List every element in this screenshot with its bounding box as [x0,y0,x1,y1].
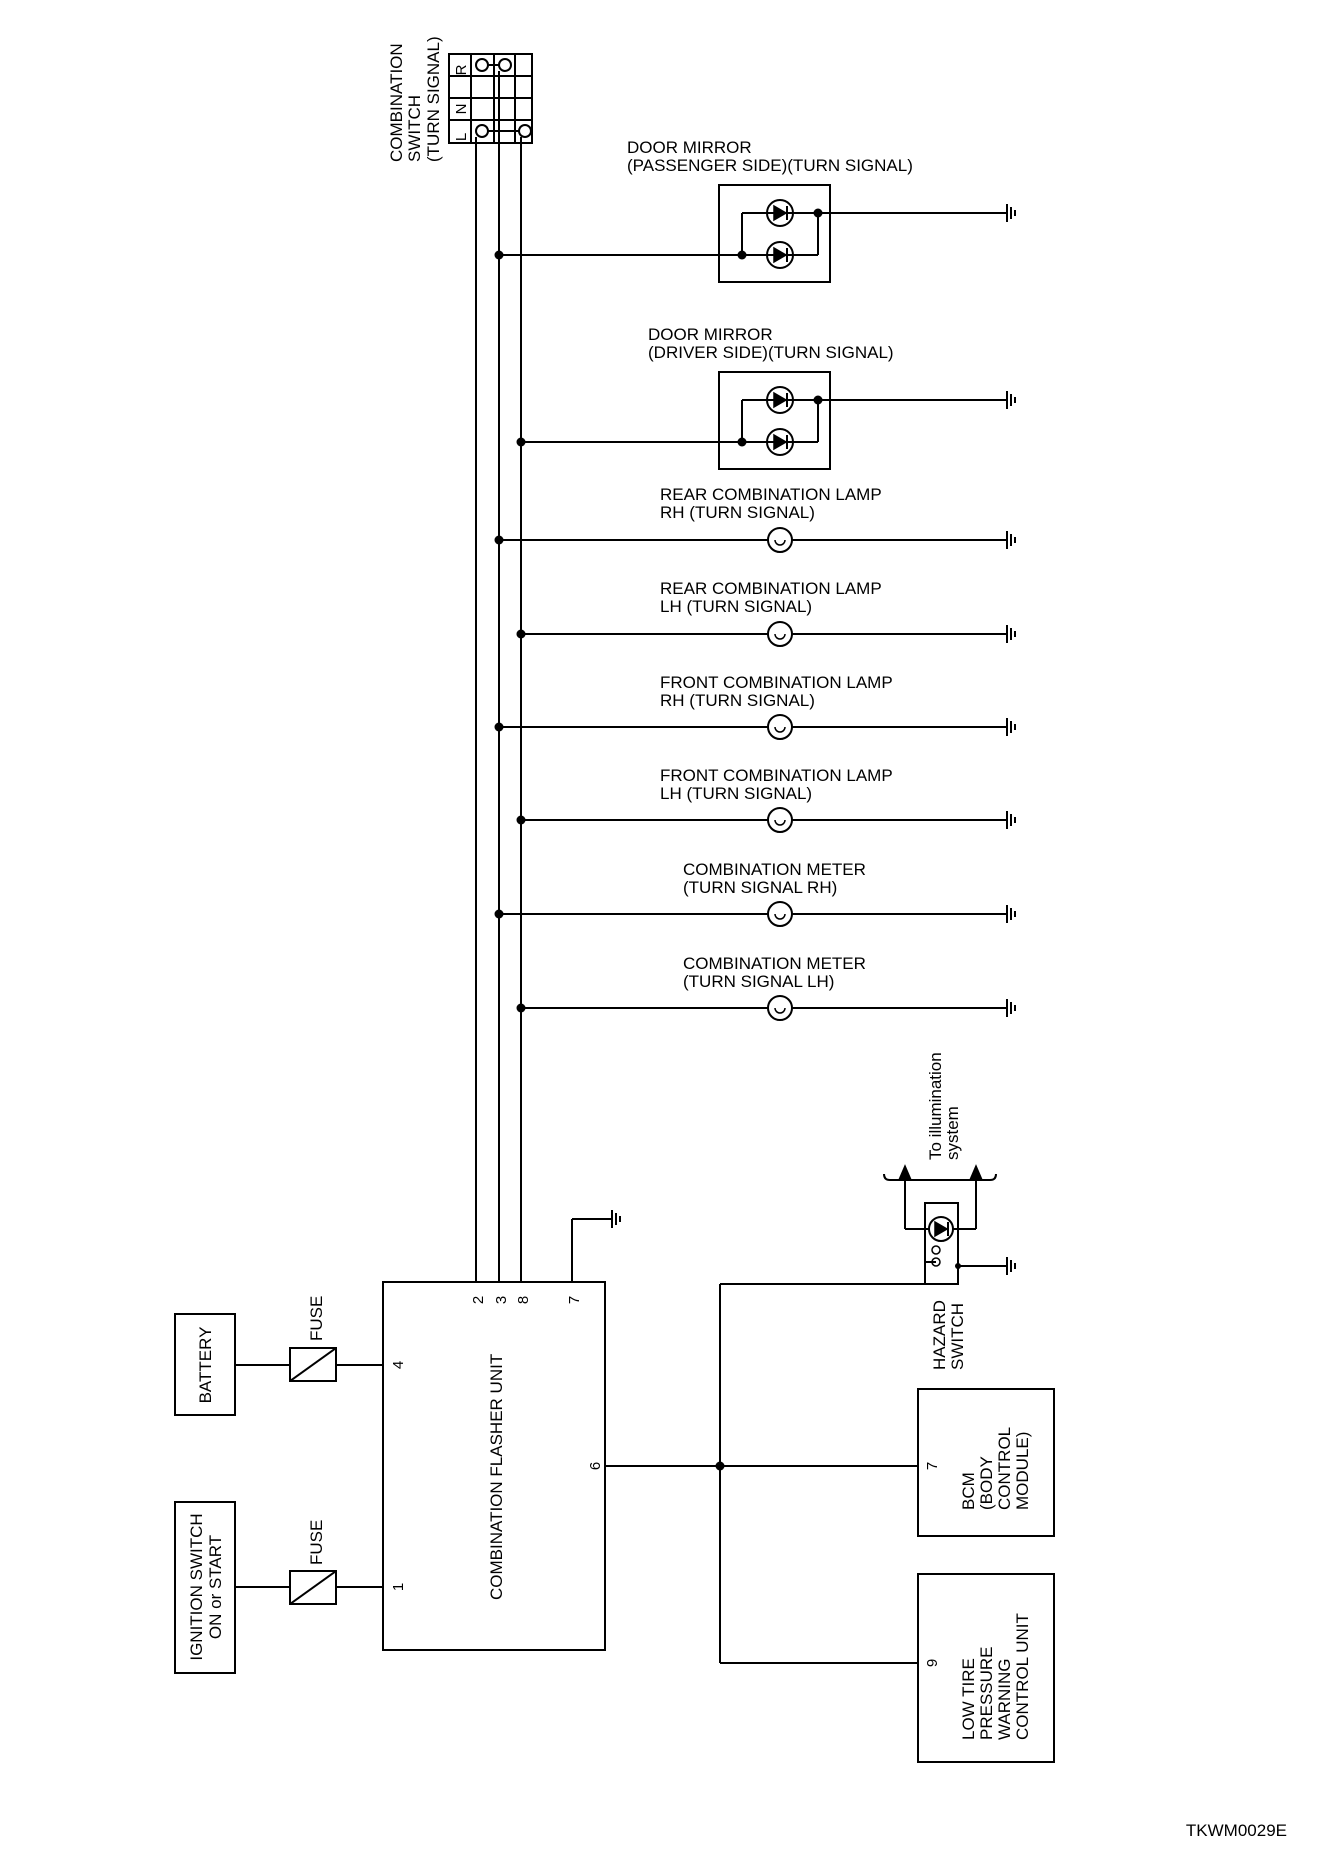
bcm-label: CONTROL [995,1427,1014,1510]
ignition-switch-label: ON or START [206,1535,225,1639]
figure-code: TKWM0029E [1186,1821,1287,1840]
fuse-label: FUSE [307,1296,326,1341]
ground-icon [1006,998,1016,1018]
ground-icon [1006,810,1016,830]
tpms-label: PRESSURE [977,1646,996,1740]
meter-turn-rh-label: COMBINATION METER [683,860,866,879]
front-lamp-lh-label: FRONT COMBINATION LAMP [660,766,893,785]
ground-icon [1006,390,1016,410]
rear-lamp-lh-label: REAR COMBINATION LAMP [660,579,882,598]
door-mirror-passenger-label: (PASSENGER SIDE)(TURN SIGNAL) [627,156,913,175]
hazard-switch-box [924,1202,959,1285]
flasher-pin-7: 7 [566,1296,583,1304]
front-lamp-rh-label: RH (TURN SIGNAL) [660,691,815,710]
combination-switch-title: SWITCH [405,95,424,162]
tpms-pin: 9 [924,1659,941,1667]
meter-turn-lh-label: (TURN SIGNAL LH) [683,972,834,991]
switch-position-l: L [453,133,470,141]
flasher-pin-1: 1 [390,1583,407,1591]
tpms-label: LOW TIRE [959,1658,978,1740]
meter-turn-lh-bulb [767,995,793,1021]
bcm-label: BCM [959,1472,978,1510]
bcm-label: MODULE) [1013,1432,1032,1510]
door-mirror-passenger-label: DOOR MIRROR [627,138,752,157]
flasher-pin-4: 4 [390,1361,407,1369]
meter-turn-rh-label: (TURN SIGNAL RH) [683,878,837,897]
door-mirror-driver-box [718,371,831,470]
tpms-label: CONTROL UNIT [1013,1613,1032,1740]
flasher-pin-6: 6 [587,1462,604,1470]
hazard-switch-label: HAZARD [930,1300,949,1370]
rear-lamp-rh-label: RH (TURN SIGNAL) [660,503,815,522]
rear-lamp-lh-bulb [767,621,793,647]
rear-lamp-rh-bulb [767,527,793,553]
hazard-switch-label: SWITCH [948,1303,967,1370]
meter-turn-lh-label: COMBINATION METER [683,954,866,973]
illumination-label: To illumination [926,1052,945,1160]
front-lamp-lh-label: LH (TURN SIGNAL) [660,784,812,803]
switch-position-r: R [453,64,470,75]
bcm-box [917,1388,1055,1537]
flasher-pin-2: 2 [470,1296,487,1304]
bcm-pin: 7 [924,1462,941,1470]
door-mirror-driver-label: DOOR MIRROR [648,325,773,344]
bcm-label: (BODY [977,1456,996,1510]
ground-icon [1006,717,1016,737]
rear-lamp-lh-label: LH (TURN SIGNAL) [660,597,812,616]
front-lamp-lh-bulb [767,807,793,833]
meter-turn-rh-bulb [767,901,793,927]
door-mirror-driver-label: (DRIVER SIDE)(TURN SIGNAL) [648,343,894,362]
ground-icon [1006,904,1016,924]
combination-switch-title: COMBINATION [387,43,406,162]
ignition-switch-label: IGNITION SWITCH [187,1513,206,1660]
door-mirror-passenger-box [718,184,831,283]
switch-position-n: N [453,104,470,115]
battery-label: BATTERY [196,1327,215,1404]
flasher-pin-3: 3 [493,1296,510,1304]
ground-icon [1006,1256,1016,1276]
rear-lamp-rh-label: REAR COMBINATION LAMP [660,485,882,504]
tpms-box [917,1573,1055,1763]
ground-icon [1006,624,1016,644]
flasher-pin-8: 8 [515,1296,532,1304]
illumination-label: system [943,1106,962,1160]
front-lamp-rh-bulb [767,714,793,740]
ground-icon [611,1209,621,1229]
combination-switch-title: (TURN SIGNAL) [424,36,443,162]
ground-icon [1006,203,1016,223]
tpms-label: WARNING [995,1658,1014,1740]
flasher-unit-label: COMBINATION FLASHER UNIT [487,1354,506,1600]
fuse-label: FUSE [307,1520,326,1565]
front-lamp-rh-label: FRONT COMBINATION LAMP [660,673,893,692]
ground-icon [1006,530,1016,550]
